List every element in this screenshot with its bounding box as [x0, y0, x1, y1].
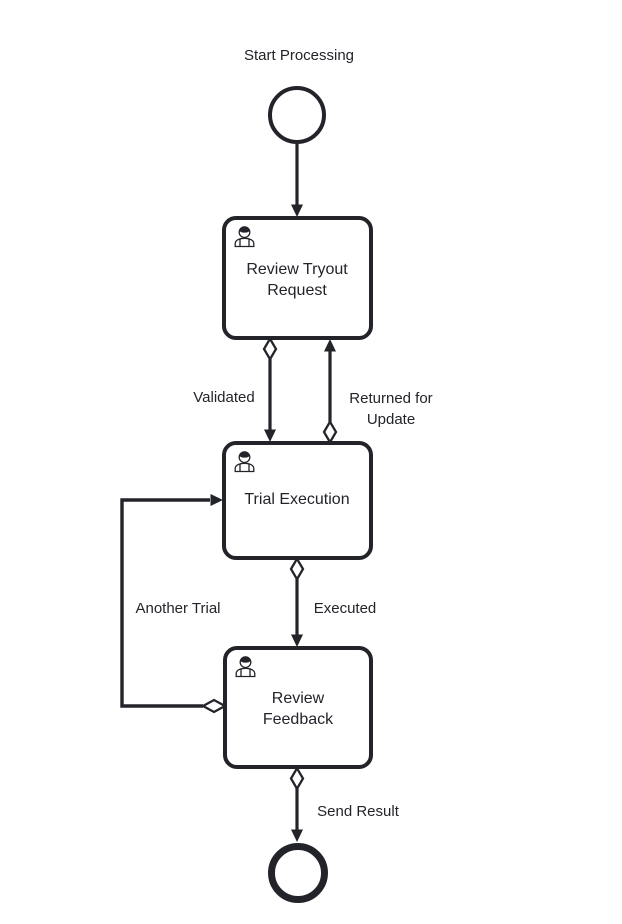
arrowhead-icon [324, 339, 336, 352]
flow-label-send-result: Send Result [317, 803, 400, 820]
start-event-circle[interactable] [268, 86, 326, 144]
conditional-diamond-icon [289, 556, 305, 582]
conditional-diamond-icon [322, 419, 338, 445]
task-review-feedback[interactable]: Review Feedback [223, 646, 373, 769]
start-event[interactable]: Start Processing [244, 47, 354, 144]
task-label-line: Trial Execution [244, 491, 349, 508]
user-icon [234, 226, 255, 248]
task-trial-execution[interactable]: Trial Execution [222, 441, 373, 560]
flow-validated[interactable]: Validated [193, 336, 278, 442]
flow-label-another-trial: Another Trial [135, 600, 220, 617]
task-label-line: Review Tryout [246, 261, 348, 278]
conditional-diamond-icon [262, 336, 278, 362]
start-event-label: Start Processing [244, 47, 354, 64]
arrowhead-icon [291, 204, 303, 217]
flow-executed[interactable]: Executed [289, 556, 377, 647]
conditional-diamond-icon [200, 698, 228, 714]
flow-start-to-review[interactable] [291, 144, 303, 217]
arrowhead-icon [291, 829, 303, 842]
flow-label-returned-line: Returned for [349, 390, 432, 407]
task-label-line: Review [272, 690, 325, 707]
arrowhead-icon [210, 494, 223, 506]
flow-returned-for-update[interactable]: Returned for Update [322, 339, 433, 445]
end-event-circle[interactable] [268, 843, 328, 903]
user-icon [234, 451, 255, 473]
flow-another-trial[interactable]: Another Trial [120, 494, 228, 714]
flow-label-executed: Executed [314, 600, 377, 617]
end-event[interactable] [268, 843, 328, 903]
flow-label-returned-line: Update [367, 411, 415, 428]
task-label-line: Request [267, 282, 327, 299]
user-icon [235, 656, 256, 678]
task-review-tryout-request[interactable]: Review Tryout Request [222, 216, 373, 340]
conditional-diamond-icon [289, 766, 305, 791]
arrowhead-icon [264, 429, 276, 442]
arrowhead-icon [291, 634, 303, 647]
task-label-line: Feedback [263, 711, 334, 728]
flow-send-result[interactable]: Send Result [289, 766, 400, 842]
flow-label-validated: Validated [193, 389, 254, 406]
